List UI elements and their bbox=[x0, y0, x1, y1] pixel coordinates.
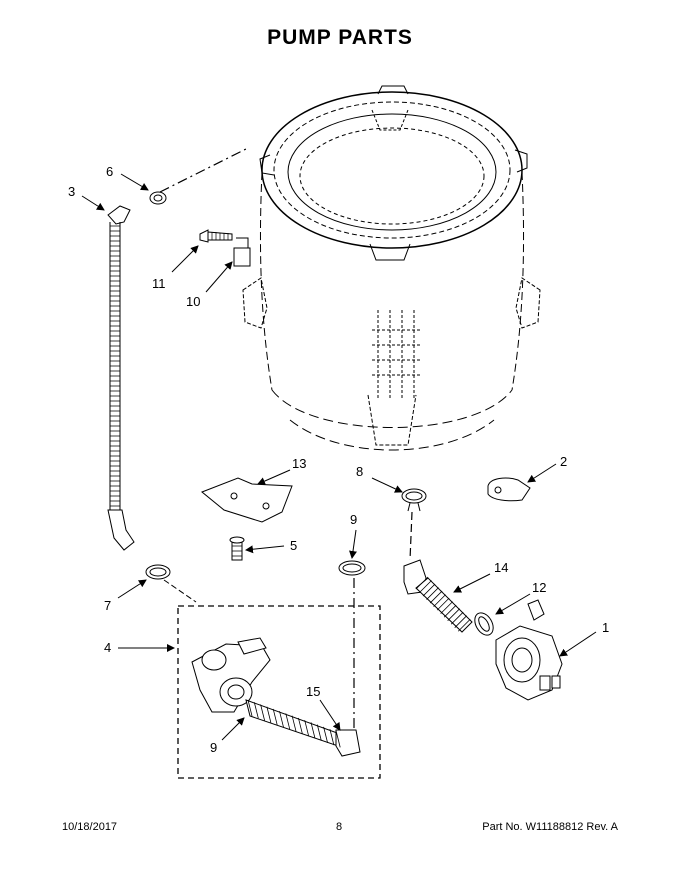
cap-part-2 bbox=[487, 477, 531, 502]
callout-8: 8 bbox=[356, 464, 363, 479]
drain-hose-part-3 bbox=[107, 205, 135, 551]
callout-arrow-7 bbox=[117, 579, 147, 599]
pump-assembly-part-4 bbox=[191, 637, 271, 713]
clip-part-10 bbox=[233, 237, 251, 267]
callout-4: 4 bbox=[104, 640, 111, 655]
callout-arrow-9-upper bbox=[349, 529, 357, 559]
drain-pump-part-1 bbox=[495, 599, 563, 701]
screw-part-11 bbox=[199, 229, 233, 243]
callout-5: 5 bbox=[290, 538, 297, 553]
callout-7: 7 bbox=[104, 598, 111, 613]
callout-3: 3 bbox=[68, 184, 75, 199]
callout-15: 15 bbox=[306, 684, 320, 699]
callout-arrow-9-lower bbox=[221, 717, 245, 741]
callout-arrow-8 bbox=[371, 477, 403, 493]
callout-arrow-3 bbox=[81, 195, 105, 211]
footer-page-number: 8 bbox=[336, 821, 343, 833]
callout-arrow-1 bbox=[559, 631, 597, 657]
clamp-part-12 bbox=[474, 612, 494, 636]
footer-date: 10/18/2017 bbox=[62, 821, 118, 833]
callout-12: 12 bbox=[532, 580, 546, 595]
callout-6: 6 bbox=[106, 164, 113, 179]
screw-part-5 bbox=[229, 536, 245, 561]
callout-arrow-10 bbox=[205, 261, 233, 293]
callout-arrow-13 bbox=[257, 469, 291, 485]
callout-9-upper: 9 bbox=[350, 512, 357, 527]
callout-9-lower: 9 bbox=[210, 740, 217, 755]
clamp-part-9-upper bbox=[338, 560, 366, 576]
footer-part-number: Part No. W11188812 Rev. A bbox=[482, 821, 618, 833]
clamp-part-8 bbox=[401, 488, 427, 512]
callout-arrow-15 bbox=[319, 699, 341, 731]
callouts bbox=[81, 173, 597, 741]
washer-tub bbox=[242, 85, 541, 451]
callout-14: 14 bbox=[494, 560, 508, 575]
callout-arrow-12 bbox=[495, 593, 531, 615]
leader-line-hose-tub bbox=[159, 147, 249, 193]
leader-line-clamp-8 bbox=[409, 511, 413, 561]
leader-line-clamp-7 bbox=[163, 579, 197, 603]
pump-hose-part-15 bbox=[245, 699, 361, 757]
callout-arrow-5 bbox=[245, 545, 285, 554]
pump-assembly-box-part-4 bbox=[177, 605, 381, 779]
bracket-part-13 bbox=[201, 477, 293, 523]
callout-10: 10 bbox=[186, 294, 200, 309]
callout-2: 2 bbox=[560, 454, 567, 469]
callout-arrow-14 bbox=[453, 573, 491, 593]
callout-arrow-11 bbox=[171, 245, 199, 273]
callout-11: 11 bbox=[152, 276, 166, 291]
clamp-part-7 bbox=[145, 564, 171, 580]
callout-13: 13 bbox=[292, 456, 306, 471]
callout-arrow-2 bbox=[527, 463, 557, 483]
page-title: PUMP PARTS bbox=[267, 26, 413, 49]
callout-1: 1 bbox=[602, 620, 609, 635]
clamp-part-6 bbox=[149, 191, 167, 205]
callout-arrow-6 bbox=[120, 173, 149, 191]
pump-hose-part-14 bbox=[403, 559, 473, 633]
